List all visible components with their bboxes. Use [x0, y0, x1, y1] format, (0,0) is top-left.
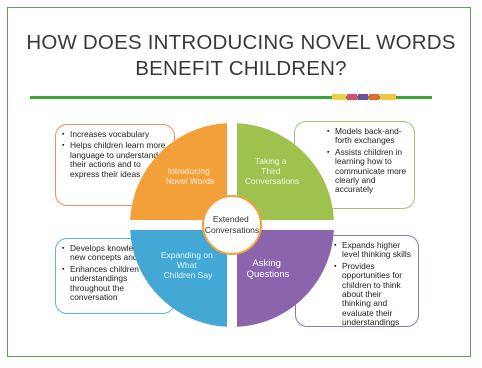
box-bottom-right-item-1: Expands higher level thinking skills — [334, 240, 412, 260]
title-line-2: BENEFIT CHILDREN? — [135, 57, 347, 80]
box-bottom-left-item-1: Develops knowledge of new concepts and s… — [62, 243, 168, 263]
quadrant-bottom-right — [237, 230, 334, 327]
quadrant-top-right-label-2: Third — [261, 166, 281, 176]
quadrant-bottom-left-label-3: Children Say — [164, 270, 213, 280]
slide-title: HOW DOES INTRODUCING NOVEL WORDS BENEFIT… — [0, 30, 482, 82]
svg-text:Expanding on What Chil: Expanding on What Children Say — [161, 250, 215, 280]
svg-text:Introducing Novel Words: Introducing Novel Words — [166, 166, 215, 186]
quadrant-bottom-left-label-2: What — [177, 260, 197, 270]
title-line-1: HOW DOES INTRODUCING NOVEL WORDS — [26, 31, 456, 54]
quadrant-top-right-label-3: Conversations — [245, 176, 299, 186]
center-circle — [202, 195, 262, 255]
quadrant-top-left-label-2: Novel Words — [166, 176, 215, 186]
box-top-left-item-2: Helps children learn more language to un… — [62, 141, 168, 179]
box-top-left-item-1: Increases vocabulary — [62, 129, 168, 140]
quadrant-top-right-label-1: Taking a — [255, 156, 287, 166]
quadrant-top-left — [130, 123, 227, 220]
title-divider — [30, 96, 432, 99]
quadrant-top-left-label-1: Introducing — [168, 166, 210, 176]
box-top-right-item-1: Models back-and-forth exchanges — [327, 126, 408, 146]
box-bottom-right-item-2: Provides opportunities for children to t… — [334, 261, 412, 328]
center-label-line-1: Extended — [213, 214, 249, 224]
quadrant-bottom-right-label-1: Asking — [252, 258, 281, 269]
center-label-line-2: Conversations — [205, 225, 259, 235]
box-bottom-left-item-2: Enhances children's understandings throu… — [62, 264, 168, 303]
svg-text:Asking Questions: Asking Questions — [247, 258, 290, 280]
svg-text:Extended Conversations: Extended Conversations — [205, 214, 259, 235]
decorative-color-strip — [332, 94, 396, 100]
quadrant-top-right — [237, 123, 334, 220]
svg-text:Taking a Third Convers: Taking a Third Conversations — [245, 156, 299, 186]
box-top-right-item-2: Assists children in learning how to comm… — [327, 147, 408, 195]
quadrant-bottom-left-label-1: Expanding on — [161, 250, 213, 260]
quadrant-bottom-right-label-2: Questions — [247, 269, 290, 280]
quadrant-bottom-left — [130, 230, 227, 327]
